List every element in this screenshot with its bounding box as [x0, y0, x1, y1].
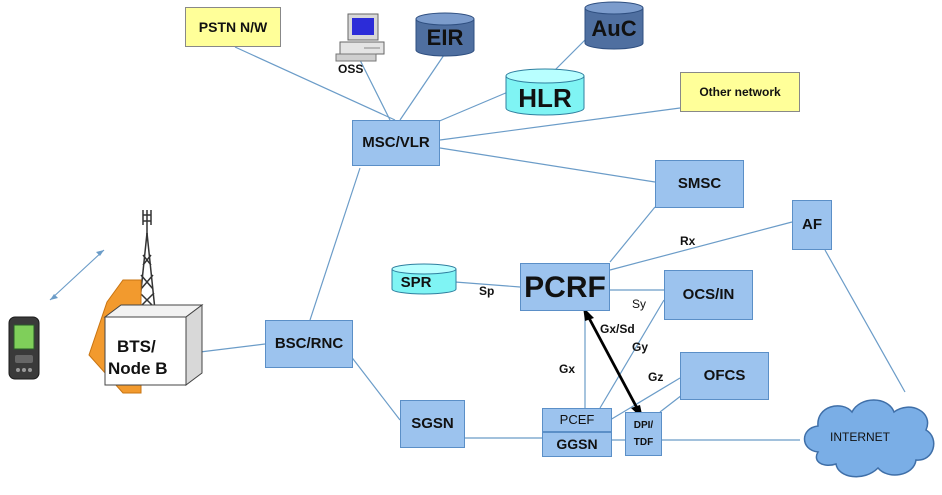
sp-label: Sp — [479, 284, 495, 298]
spr-label: SPR — [400, 273, 432, 291]
auc-label: AuC — [591, 16, 637, 41]
link-dpi-ofcs — [659, 394, 683, 413]
mobile-phone-icon — [8, 316, 40, 380]
link-msc-bsc — [309, 167, 361, 321]
msc-vlr-node: MSC/VLR — [352, 120, 440, 166]
link-bsc-sgsn — [349, 354, 401, 421]
link-pcef-ocs — [599, 299, 665, 409]
rx-label: Rx — [680, 234, 696, 248]
dpi-label: DPI/ — [633, 420, 654, 431]
pcrf-label: PCRF — [524, 270, 606, 304]
sy-label: Sy — [632, 297, 647, 311]
computer-icon — [335, 13, 385, 62]
oss-label: OSS — [338, 62, 364, 76]
bts-label: BTS/ — [117, 337, 156, 356]
node-b-label: Node B — [108, 359, 168, 378]
link-oss-msc — [359, 59, 391, 121]
gx-sd-arrow — [587, 317, 639, 409]
gx-sd-label: Gx/Sd — [600, 322, 635, 336]
link-pstn-msc — [234, 46, 396, 121]
other-network-node: Other network — [680, 72, 800, 112]
radio-link — [49, 249, 105, 301]
sgsn-label: SGSN — [411, 414, 454, 432]
ggsn-label: GGSN — [556, 435, 598, 452]
pstn-label: PSTN N/W — [198, 19, 268, 35]
eir-cylinder — [415, 12, 475, 57]
link-eir-msc — [399, 54, 445, 121]
hlr-cylinder — [505, 68, 585, 116]
link-pcrf-af — [609, 221, 793, 271]
dpi-tdf-node: DPI/ TDF — [625, 412, 662, 456]
link-hlr-msc — [429, 91, 509, 126]
af-label: AF — [802, 215, 822, 233]
link-pcef-ofcs — [609, 377, 681, 421]
internet-label: INTERNET — [830, 430, 890, 444]
auc-cylinder — [584, 1, 644, 50]
sgsn-node: SGSN — [400, 400, 465, 448]
bts-node-b-icon — [88, 210, 204, 394]
bsc-rnc-label: BSC/RNC — [274, 334, 344, 352]
other-network-label: Other network — [699, 85, 781, 99]
pcef-node: PCEF — [542, 408, 612, 432]
eir-label: EIR — [426, 25, 464, 50]
gy-label: Gy — [632, 340, 649, 354]
pcef-label: PCEF — [559, 411, 595, 427]
hlr-label: HLR — [518, 82, 572, 113]
ofcs-label: OFCS — [703, 366, 746, 384]
link-pcrf-smsc — [609, 206, 656, 263]
link-af-internet — [824, 249, 906, 393]
internet-cloud — [803, 399, 935, 478]
ocs-in-label: OCS/IN — [682, 285, 735, 303]
gx-label: Gx — [559, 362, 576, 376]
pcrf-node: PCRF — [520, 263, 610, 311]
gz-label: Gz — [648, 370, 664, 384]
pstn-node: PSTN N/W — [185, 7, 281, 47]
msc-vlr-label: MSC/VLR — [362, 133, 430, 151]
ocs-in-node: OCS/IN — [664, 270, 753, 320]
link-bts-bsc — [199, 343, 266, 353]
ofcs-node: OFCS — [680, 352, 769, 400]
link-other-msc — [439, 107, 681, 141]
smsc-node: SMSC — [655, 160, 744, 208]
link-msc-smsc — [439, 147, 656, 183]
tdf-label: TDF — [633, 437, 654, 448]
smsc-label: SMSC — [677, 174, 722, 192]
bsc-rnc-node: BSC/RNC — [265, 320, 353, 368]
af-node: AF — [792, 200, 832, 250]
ggsn-node: GGSN — [542, 432, 612, 457]
spr-cylinder — [391, 263, 457, 295]
link-spr-pcrf — [454, 281, 521, 288]
